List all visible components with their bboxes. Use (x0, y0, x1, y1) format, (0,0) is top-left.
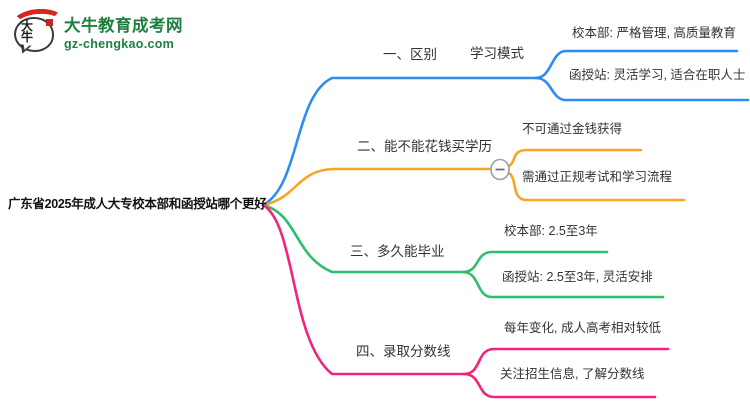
branch-3-child-top-connector (461, 250, 609, 274)
node-branch-3-leaf-1[interactable]: 校本部: 2.5至3年 (504, 224, 598, 238)
node-branch-1[interactable]: 一、区别 (383, 47, 437, 62)
branch-3-child-bottom-connector (461, 270, 665, 299)
logo-bubble-icon: 大牛 (10, 6, 66, 56)
branch-2-child-top-connector (507, 148, 643, 168)
logo-mark-text: 大牛 (21, 19, 34, 45)
node-branch-1-learning-mode[interactable]: 学习模式 (470, 46, 524, 61)
branch-2-main-connector (261, 167, 492, 207)
node-branch-1-leaf-1[interactable]: 校本部: 严格管理, 高质量教育 (572, 26, 736, 40)
node-branch-1-leaf-2[interactable]: 函授站: 灵活学习, 适合在职人士 (569, 68, 746, 82)
node-branch-3-leaf-2[interactable]: 函授站: 2.5至3年, 灵活安排 (502, 270, 653, 284)
logo-arc (10, 6, 66, 39)
node-branch-2-leaf-1[interactable]: 不可通过金钱获得 (522, 122, 623, 136)
node-root[interactable]: 广东省2025年成人大专校本部和函授站哪个更好 (8, 197, 267, 211)
node-branch-3[interactable]: 三、多久能毕业 (350, 244, 445, 259)
node-branch-4[interactable]: 四、录取分数线 (356, 344, 451, 359)
site-logo[interactable]: 大牛 大牛教育成考网 gz-chengkao.com (10, 6, 183, 56)
branch-1-main-connector (261, 76, 538, 207)
branch-4-child-top-connector (462, 347, 670, 376)
branch-3-main-connector (261, 203, 465, 274)
branch-2-child-bottom-connector (507, 171, 686, 202)
branch-2-collapse-toggle[interactable] (490, 158, 510, 181)
logo-title: 大牛教育成考网 (64, 17, 183, 35)
node-branch-2[interactable]: 二、能不能花钱买学历 (357, 139, 492, 154)
branch-4-main-connector (261, 203, 466, 376)
node-branch-4-leaf-2[interactable]: 关注招生信息, 了解分数线 (500, 367, 645, 381)
logo-text: 大牛教育成考网 gz-chengkao.com (64, 17, 183, 51)
node-branch-2-leaf-2[interactable]: 需通过正规考试和学习流程 (522, 170, 673, 184)
branch-4-child-bottom-connector (462, 372, 657, 399)
branch-1-child-top-connector (534, 49, 739, 80)
node-branch-4-leaf-1[interactable]: 每年变化, 成人高考相对较低 (504, 321, 661, 335)
logo-domain: gz-chengkao.com (64, 37, 175, 52)
logo-bubble-tail-fill (22, 43, 31, 51)
branch-1-child-bottom-connector (534, 76, 750, 102)
logo-seal-icon (46, 19, 53, 26)
